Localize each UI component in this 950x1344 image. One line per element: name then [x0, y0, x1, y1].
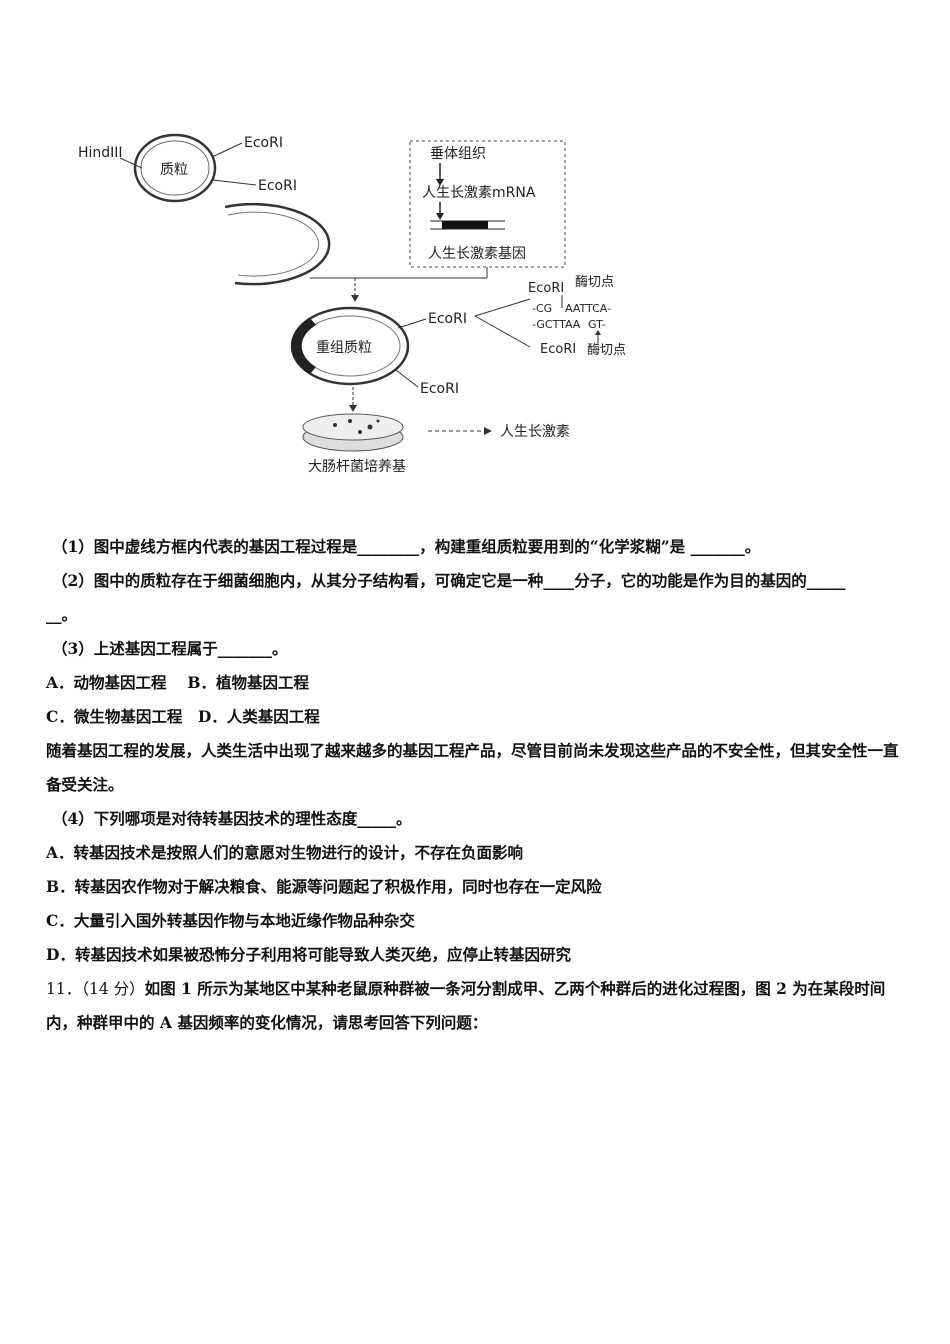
arrow-2-head — [436, 213, 444, 220]
detail-line-bottom — [474, 315, 531, 348]
question-11-number: 11．（14 分） — [46, 980, 145, 998]
mrna-label: 人生长激素mRNA — [422, 184, 536, 201]
question-1: （1）图中虚线方框内代表的基因工程过程是________，构建重组质粒要用到的“… — [52, 537, 761, 556]
genetic-engineering-diagram: 质粒 HindIII EcoRI EcoRI 垂体组织 人生长激素mRNA 人生… — [60, 125, 660, 485]
question-text: （1）图中虚线方框内代表的基因工程过程是________，构建重组质粒要用到的“… — [46, 530, 906, 1040]
question-2-line-2: __。 — [46, 605, 78, 624]
colony — [376, 419, 380, 423]
seq-bottom: -GCTTAA — [532, 318, 581, 331]
product-label: 人生长激素 — [500, 423, 570, 440]
ecori-pointer-2 — [212, 179, 257, 186]
detail-line-top — [474, 298, 531, 317]
ecori-pointer-4 — [395, 369, 419, 388]
recombinant-label: 重组质粒 — [316, 340, 372, 356]
colony — [333, 423, 337, 427]
question-4-option-c: C．大量引入国外转基因作物与本地近缘作物品种杂交 — [46, 911, 415, 930]
petri-dish-top — [302, 413, 404, 441]
ecori-top-label: EcoRI — [528, 281, 564, 296]
cut-arrow-bottom-head — [595, 330, 601, 335]
seq-bottom-2: GT- — [588, 318, 606, 331]
colony — [367, 424, 373, 430]
question-4: （4）下列哪项是对待转基因技术的理性态度_____。 — [52, 809, 412, 828]
cut-site-top: 酶切点 — [575, 274, 614, 290]
hindiii-label: HindIII — [78, 145, 123, 161]
question-11-text: 如图 1 所示为某地区中某种老鼠原种群被一条河分割成甲、乙两个种群后的进化过程图… — [46, 979, 886, 1032]
ecori-bottom-label: EcoRI — [540, 342, 576, 357]
cut-plasmid-inner — [227, 211, 320, 277]
ecori-label-3: EcoRI — [428, 311, 467, 327]
gene-label: 人生长激素基因 — [428, 245, 526, 262]
pituitary-label: 垂体组织 — [430, 146, 486, 162]
passage: 随着基因工程的发展，人类生活中出现了越来越多的基因工程产品，尽管目前尚未发现这些… — [46, 741, 899, 794]
ecoli-label: 大肠杆菌培养基 — [308, 458, 406, 475]
inserted-gene-segment — [291, 318, 316, 374]
cut-site-bottom: 酶切点 — [587, 342, 626, 358]
seq-top: -CG — [532, 302, 552, 315]
hindiii-pointer — [119, 157, 143, 169]
arrow-to-product-head — [484, 427, 492, 435]
question-11: 11．（14 分）如图 1 所示为某地区中某种老鼠原种群被一条河分割成甲、乙两个… — [46, 972, 906, 1040]
question-3-options-ab: A．动物基因工程 B．植物基因工程 — [46, 673, 310, 692]
ecori-label-1: EcoRI — [244, 135, 283, 151]
plasmid-circle — [133, 133, 217, 203]
question-3: （3）上述基因工程属于_______。 — [52, 639, 288, 658]
diagram-svg: 质粒 HindIII EcoRI EcoRI 垂体组织 人生长激素mRNA 人生… — [78, 133, 626, 475]
colony — [358, 430, 362, 434]
question-4-option-a: A．转基因技术是按照人们的意愿对生物进行的设计，不存在负面影响 — [46, 843, 524, 862]
plasmid-label: 质粒 — [160, 162, 188, 178]
ecori-pointer-1 — [211, 142, 243, 158]
question-2-line-1: （2）图中的质粒存在于细菌细胞内，从其分子结构看，可确定它是一种____分子，它… — [52, 571, 846, 590]
ecori-label-4: EcoRI — [420, 381, 459, 397]
colony — [348, 419, 352, 423]
cut-plasmid-outer — [224, 202, 331, 286]
seq-top-2: AATTCA- — [565, 302, 611, 315]
ecori-pointer-3 — [397, 318, 427, 329]
ecori-label-2: EcoRI — [258, 178, 297, 194]
question-4-option-d: D．转基因技术如果被恐怖分子利用将可能导致人类灭绝，应停止转基因研究 — [46, 945, 571, 964]
arrow-to-dish-head — [349, 405, 357, 412]
dashed-box — [409, 140, 566, 268]
gene-block — [442, 221, 488, 229]
question-4-option-b: B．转基因农作物对于解决粮食、能源等问题起了积极作用，同时也存在一定风险 — [46, 877, 602, 896]
question-3-options-cd: C．微生物基因工程 D．人类基因工程 — [46, 707, 320, 726]
connector-down-head — [351, 295, 359, 302]
arrow-1-head — [436, 179, 444, 186]
